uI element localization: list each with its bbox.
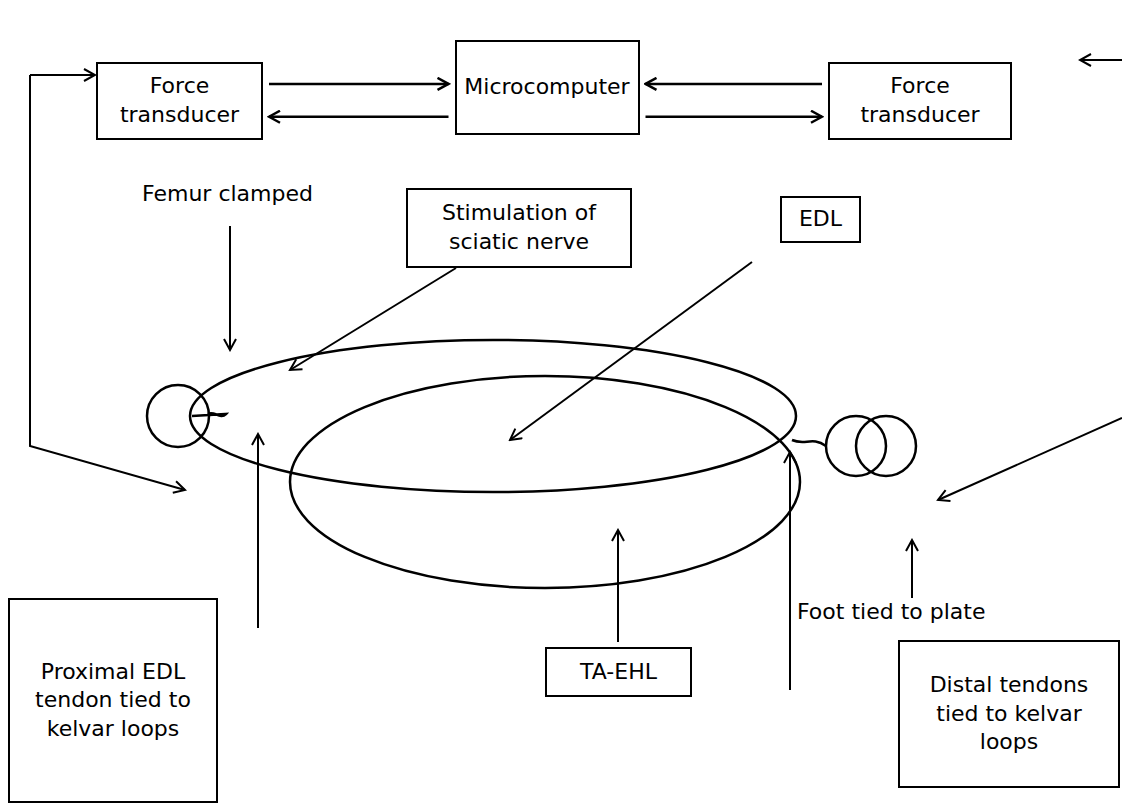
annotation-label: Femur clamped [140, 180, 315, 209]
box-text: Force transducer [104, 72, 255, 129]
box-text: Stimulation of sciatic nerve [414, 199, 624, 256]
signal-arrow [646, 83, 823, 86]
signal-arrow [269, 83, 449, 86]
leader-line [510, 262, 752, 440]
leader-line [1080, 59, 1122, 61]
box-text: EDL [799, 205, 842, 234]
leader-line [257, 434, 259, 628]
box-text: TA-EHL [580, 658, 657, 687]
leader-line [290, 268, 456, 370]
box-text: Microcomputer [464, 73, 629, 102]
muscle-label-box: EDL [780, 196, 861, 243]
stimulation-box: Stimulation of sciatic nerve [406, 188, 632, 268]
leader-line [911, 540, 913, 600]
leader-line [789, 452, 791, 690]
edl-muscle [190, 340, 796, 492]
box-text: Proximal EDL tendon tied to kelvar loops [16, 658, 210, 744]
signal-arrow [646, 116, 823, 119]
muscle-label-box: TA-EHL [545, 647, 692, 697]
knot [192, 413, 226, 416]
tendon-box: Distal tendons tied to kelvar loops [898, 640, 1120, 788]
leader-line [229, 226, 231, 350]
transducer-box: Force transducer [96, 62, 263, 140]
box-text: Distal tendons tied to kelvar loops [906, 671, 1112, 757]
box-text: Force transducer [836, 72, 1004, 129]
leader-line [617, 530, 619, 642]
computer-box: Microcomputer [455, 40, 640, 135]
leader-line [938, 418, 1122, 500]
annotation-label: Foot tied to plate [795, 598, 987, 627]
kevlar-loop [856, 416, 916, 476]
signal-arrow [269, 116, 449, 119]
leader-line [30, 74, 95, 76]
ta-ehl-muscle [290, 376, 800, 588]
transducer-box: Force transducer [828, 62, 1012, 140]
knot [792, 440, 826, 446]
tendon-box: Proximal EDL tendon tied to kelvar loops [8, 598, 218, 803]
